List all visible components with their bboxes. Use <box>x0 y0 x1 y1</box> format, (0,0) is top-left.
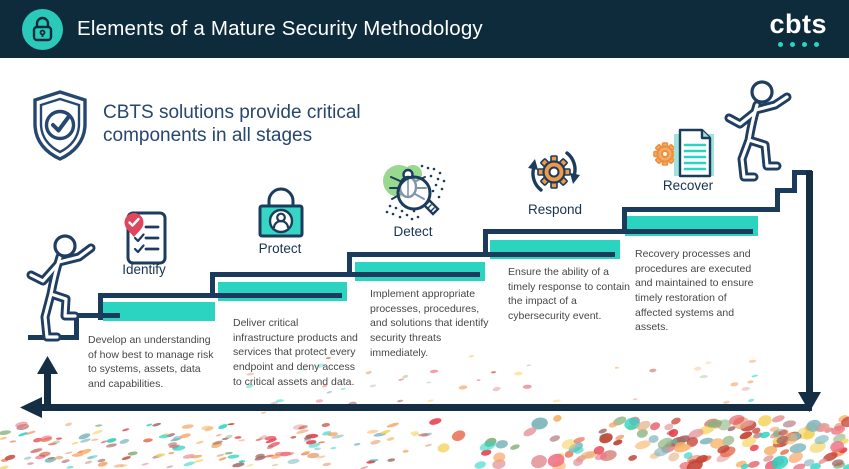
document-checklist-icon <box>120 210 170 266</box>
lock-icon <box>32 16 53 41</box>
arrow-up-shaft <box>44 368 51 408</box>
step-bar-detect <box>355 262 485 281</box>
climbing-person-left <box>26 234 96 342</box>
document-gear-icon <box>652 127 718 179</box>
stage-desc-respond: Ensure the ability of a timely response … <box>508 266 630 323</box>
climbing-person-right <box>724 80 792 182</box>
arrow-left-head <box>20 397 42 418</box>
intro-text: CBTS solutions provide critical componen… <box>103 102 361 147</box>
flow-arrows <box>20 171 821 418</box>
header-bar: Elements of a Mature Security Methodolog… <box>0 0 849 58</box>
stage-desc-recover: Recovery processes and procedures are ex… <box>635 248 754 334</box>
cbts-logo-text: cbts <box>769 9 827 39</box>
stage-label-recover: Recover <box>662 178 714 193</box>
arrow-down-shaft <box>806 171 813 397</box>
confetti-decoration <box>0 355 849 469</box>
stage-label-protect: Protect <box>258 241 302 256</box>
gear-refresh-icon <box>523 142 585 200</box>
stage-label-identify: Identify <box>122 262 166 277</box>
stage-desc-detect: Implement appropriate processes, procedu… <box>370 288 489 359</box>
stage-label-detect: Detect <box>393 224 433 239</box>
dot-halo <box>385 164 446 221</box>
stage-desc-protect: Deliver critical infrastructure products… <box>233 317 358 388</box>
baseline-arrow-shaft <box>40 404 812 411</box>
arrow-down-head <box>798 392 821 412</box>
shield-check-icon <box>27 87 93 163</box>
padlock-user-icon <box>253 184 309 238</box>
stage-desc-identify: Develop an understanding of how best to … <box>88 334 214 391</box>
step-bar-identify <box>103 302 215 321</box>
staircase-lines <box>28 170 812 340</box>
page-title: Elements of a Mature Security Methodolog… <box>77 17 483 40</box>
arrow-up-head <box>37 356 58 374</box>
cbts-logo: cbts <box>769 11 827 47</box>
lock-badge <box>22 8 63 50</box>
bug-magnifier-icon <box>378 162 448 222</box>
step-bar-protect <box>218 282 347 301</box>
stage-label-respond: Respond <box>527 202 583 217</box>
cbts-logo-dots <box>777 42 819 47</box>
